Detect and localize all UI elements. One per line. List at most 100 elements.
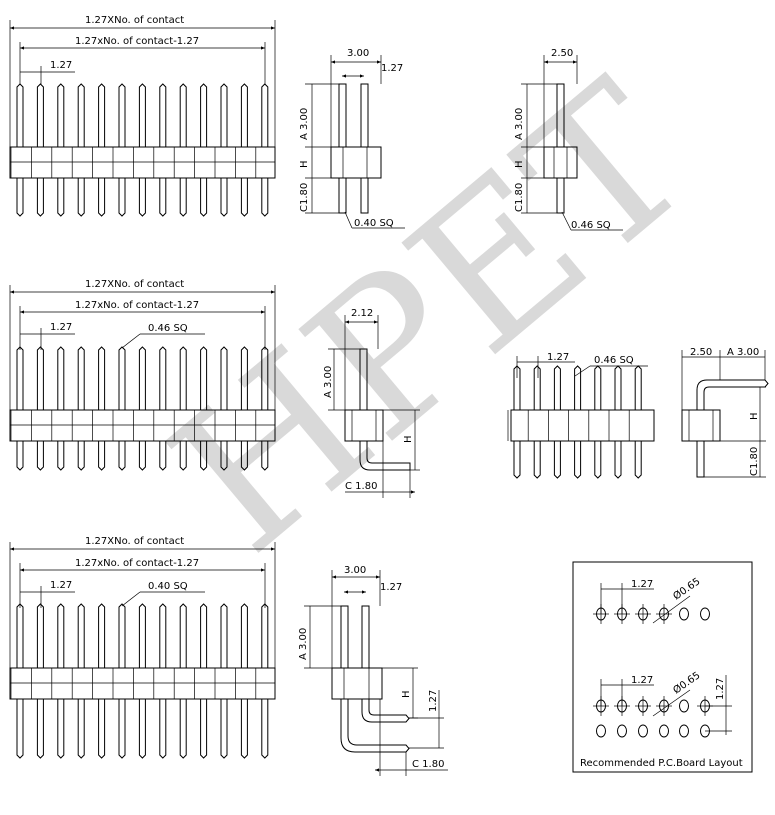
pin xyxy=(57,83,65,147)
pin xyxy=(179,346,187,410)
pin xyxy=(634,441,642,479)
pin xyxy=(574,441,582,479)
pin xyxy=(36,441,44,471)
total-length-label: 1.27XNo. of contact xyxy=(85,536,184,547)
total-length-label: 1.27XNo. of contact xyxy=(85,15,184,26)
pin xyxy=(200,346,208,410)
pin xyxy=(138,699,146,759)
pin xyxy=(16,441,24,471)
pin xyxy=(138,178,146,217)
span-length-label: 1.27xNo. of contact-1.27 xyxy=(75,300,199,311)
pcb-hole xyxy=(659,724,669,738)
pin-size-label: 0.46 SQ xyxy=(571,220,611,231)
pin xyxy=(220,603,228,668)
pin xyxy=(159,346,167,410)
pin xyxy=(16,603,24,668)
pitch-label: 1.27 xyxy=(380,582,402,593)
total-length-label: 1.27XNo. of contact xyxy=(85,279,184,290)
pin xyxy=(118,83,126,147)
pin xyxy=(240,441,248,471)
pin xyxy=(220,346,228,410)
pcb-hole xyxy=(596,724,606,738)
pin xyxy=(533,441,541,479)
pcb-hole xyxy=(638,724,648,738)
pin xyxy=(98,441,106,471)
front-view-smt: 1.27XNo. of contact 1.27xNo. of contact-… xyxy=(9,279,276,471)
pin xyxy=(614,441,622,479)
pin xyxy=(200,699,208,759)
a-dim-label: A 3.00 xyxy=(514,108,525,140)
pin xyxy=(77,346,85,410)
pin xyxy=(77,178,85,217)
pin xyxy=(261,83,269,147)
pcb-hole xyxy=(617,724,627,738)
pin-row xyxy=(10,83,269,217)
h-dim-label: H xyxy=(749,412,760,420)
vpitch-label: 1.27 xyxy=(715,678,726,700)
pin xyxy=(220,178,228,217)
pin xyxy=(138,83,146,147)
pin xyxy=(36,603,44,668)
c-dim-label: C 1.80 xyxy=(412,759,444,770)
pin xyxy=(261,603,269,668)
pin xyxy=(77,699,85,759)
pin xyxy=(16,699,24,759)
pin xyxy=(118,603,126,668)
pin xyxy=(77,603,85,668)
pin xyxy=(220,441,228,471)
pin xyxy=(240,603,248,668)
pin xyxy=(98,83,106,147)
pin xyxy=(138,346,146,410)
pin xyxy=(57,346,65,410)
pin xyxy=(553,365,561,410)
pitch-label: 1.27 xyxy=(381,63,403,74)
pin xyxy=(159,178,167,217)
pin xyxy=(138,603,146,668)
pin xyxy=(240,83,248,147)
width-label: 2.50 xyxy=(551,48,573,59)
pin xyxy=(200,178,208,217)
pin xyxy=(36,699,44,759)
width-label: 2.50 xyxy=(690,347,712,358)
side-view-straight-single: 2.50 A 3.00 H C1.80 0.46 SQ xyxy=(514,48,623,231)
h-dim-label: H xyxy=(403,435,414,443)
vpitch-label: 1.27 xyxy=(428,690,439,712)
front-view-single-right-angle: 1.27 0.46 SQ xyxy=(507,352,655,479)
pin xyxy=(179,603,187,668)
h-dim-label: H xyxy=(299,160,310,168)
pin xyxy=(159,83,167,147)
pin xyxy=(77,83,85,147)
c-dim-label: C1.80 xyxy=(749,447,760,476)
pin xyxy=(98,603,106,668)
pin xyxy=(36,178,44,217)
pin xyxy=(98,346,106,410)
pin xyxy=(57,603,65,668)
pin xyxy=(261,441,269,471)
pin xyxy=(16,346,24,410)
pin-size-label: 0.40 SQ xyxy=(148,581,188,592)
pin xyxy=(77,441,85,471)
pin xyxy=(200,441,208,471)
pitch-label: 1.27 xyxy=(50,580,72,591)
span-length-label: 1.27xNo. of contact-1.27 xyxy=(75,36,199,47)
pcb-hole xyxy=(679,607,689,621)
pitch-label-top: 1.27 xyxy=(631,579,653,590)
pitch-label: 1.27 xyxy=(50,60,72,71)
h-dim-label: H xyxy=(514,160,525,168)
pin xyxy=(118,346,126,410)
h-dim-label: H xyxy=(401,690,412,698)
pin xyxy=(614,365,622,410)
side-view-smt: 2.12 A 3.00 H C 1.80 xyxy=(323,308,420,498)
pin xyxy=(36,346,44,410)
pcb-hole xyxy=(700,607,710,621)
pin xyxy=(179,441,187,471)
c-dim-label: C1.80 xyxy=(299,183,310,212)
side-view-double-right-angle: 3.00 1.27 A 3.00 H 1.27 C 1.80 xyxy=(298,565,448,776)
side-view-single-right-angle: 2.50 A 3.00 H C1.80 xyxy=(681,347,769,478)
pin-size-label: 0.40 SQ xyxy=(354,218,394,229)
pin xyxy=(533,365,541,410)
pin xyxy=(179,699,187,759)
pin xyxy=(118,178,126,217)
pin xyxy=(57,699,65,759)
